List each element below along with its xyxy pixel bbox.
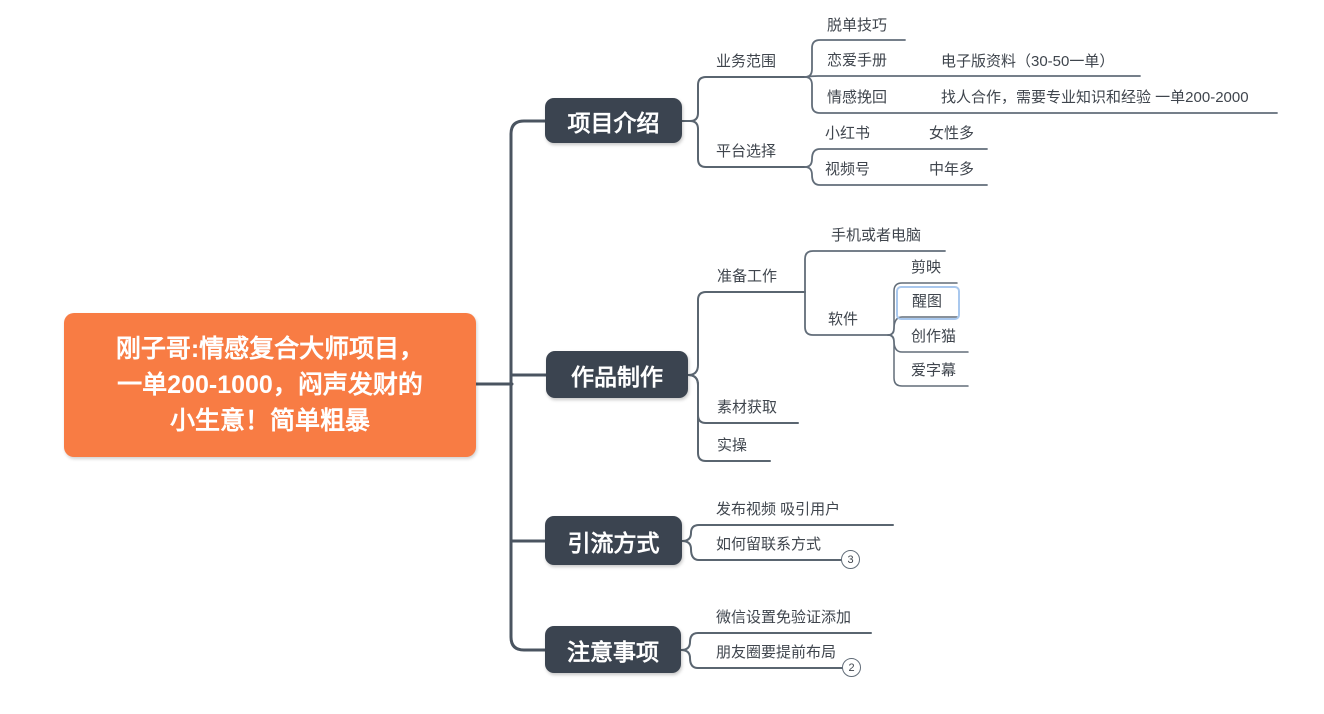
node-emotion-recovery[interactable]: 情感挽回	[827, 89, 888, 106]
trunk-connectors	[474, 119, 549, 652]
node-business-scope[interactable]: 业务范围	[716, 53, 777, 70]
node-middle-aged-users[interactable]: 中年多	[929, 161, 975, 178]
node-contact-method[interactable]: 如何留联系方式	[716, 536, 822, 553]
node-xiaohongshu[interactable]: 小红书	[825, 125, 871, 142]
node-xingtu[interactable]: 醒图	[912, 293, 943, 310]
node-platform-choice[interactable]: 平台选择	[716, 143, 777, 160]
root-topic-line: 刚子哥:情感复合大师项目，	[115, 335, 425, 363]
branch-notes[interactable]: 注意事项	[545, 626, 681, 673]
node-shipinhao[interactable]: 视频号	[825, 161, 871, 178]
node-dating-skills[interactable]: 脱单技巧	[827, 17, 888, 34]
node-material-acquisition[interactable]: 素材获取	[717, 399, 778, 416]
selection-highlight	[896, 286, 960, 320]
root-topic-line: 小生意！简单粗暴	[169, 407, 370, 435]
node-jianying[interactable]: 剪映	[911, 259, 942, 276]
node-preparation[interactable]: 准备工作	[717, 268, 778, 285]
node-practice[interactable]: 实操	[717, 437, 748, 454]
node-moments-layout[interactable]: 朋友圈要提前布局	[716, 644, 837, 661]
node-aizimu[interactable]: 爱字幕	[911, 362, 957, 379]
branch-work-production[interactable]: 作品制作	[546, 351, 688, 398]
branch-project-intro[interactable]: 项目介绍	[545, 98, 682, 143]
level2-connectors	[680, 76, 894, 669]
node-software[interactable]: 软件	[828, 311, 859, 328]
node-cooperation-detail[interactable]: 找人合作，需要专业知识和经验 一单200-2000	[941, 89, 1249, 106]
collapsed-count-badge-notes[interactable]: 2	[842, 658, 861, 677]
node-publish-videos[interactable]: 发布视频 吸引用户	[716, 501, 841, 518]
collapsed-count-badge-traffic[interactable]: 3	[841, 550, 860, 569]
branch-traffic-methods[interactable]: 引流方式	[545, 516, 682, 565]
root-topic[interactable]: 刚子哥:情感复合大师项目， 一单200-1000，闷声发财的 小生意！简单粗暴	[64, 313, 476, 457]
root-topic-line: 一单200-1000，闷声发财的	[117, 371, 423, 399]
node-female-users[interactable]: 女性多	[929, 125, 975, 142]
node-chuangzuomao[interactable]: 创作猫	[911, 328, 957, 345]
node-love-manual[interactable]: 恋爱手册	[827, 52, 888, 69]
node-phone-or-computer[interactable]: 手机或者电脑	[831, 227, 922, 244]
node-ebook-materials[interactable]: 电子版资料（30-50一单）	[941, 53, 1115, 70]
node-wechat-no-verify[interactable]: 微信设置免验证添加	[716, 609, 852, 626]
level3-connectors	[804, 39, 1278, 336]
